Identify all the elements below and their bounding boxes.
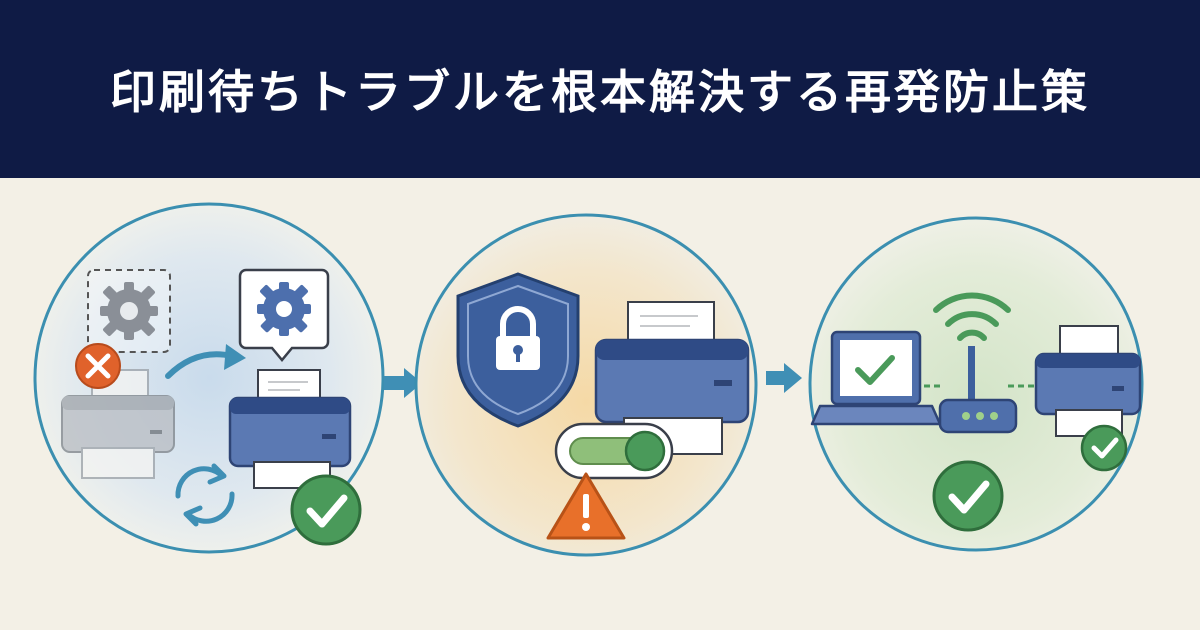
laptop-check-icon: [810, 330, 942, 426]
step-arrow-icon: [766, 363, 802, 393]
step-arrow-icon: [384, 368, 422, 398]
wifi-router-icon: [933, 292, 1018, 434]
printer-icon: [228, 369, 352, 489]
gear-icon: [87, 269, 171, 353]
warning-icon: [546, 472, 626, 540]
page-title: 印刷待ちトラブルを根本解決する再発防止策: [110, 65, 1090, 119]
check-icon: [1080, 424, 1128, 472]
gear-bubble-icon: [238, 268, 330, 362]
illustration-svg: [33, 202, 1144, 557]
restart-spooler-panel: [33, 202, 385, 554]
security-settings-panel: [414, 213, 758, 557]
title-banner: 印刷待ちトラブルを根本解決する再発防止策: [0, 0, 1200, 178]
refresh-icon: [175, 463, 235, 527]
network-connection-panel: [808, 216, 1144, 552]
shield-lock-icon: [456, 272, 580, 428]
illustration-stage: [0, 178, 1200, 630]
error-x-icon: [75, 343, 121, 389]
arrow-icon: [165, 344, 246, 379]
check-icon: [932, 460, 1004, 532]
check-icon: [290, 474, 362, 546]
panel-circle: [808, 216, 1144, 552]
toggle-switch-icon: [554, 422, 674, 480]
